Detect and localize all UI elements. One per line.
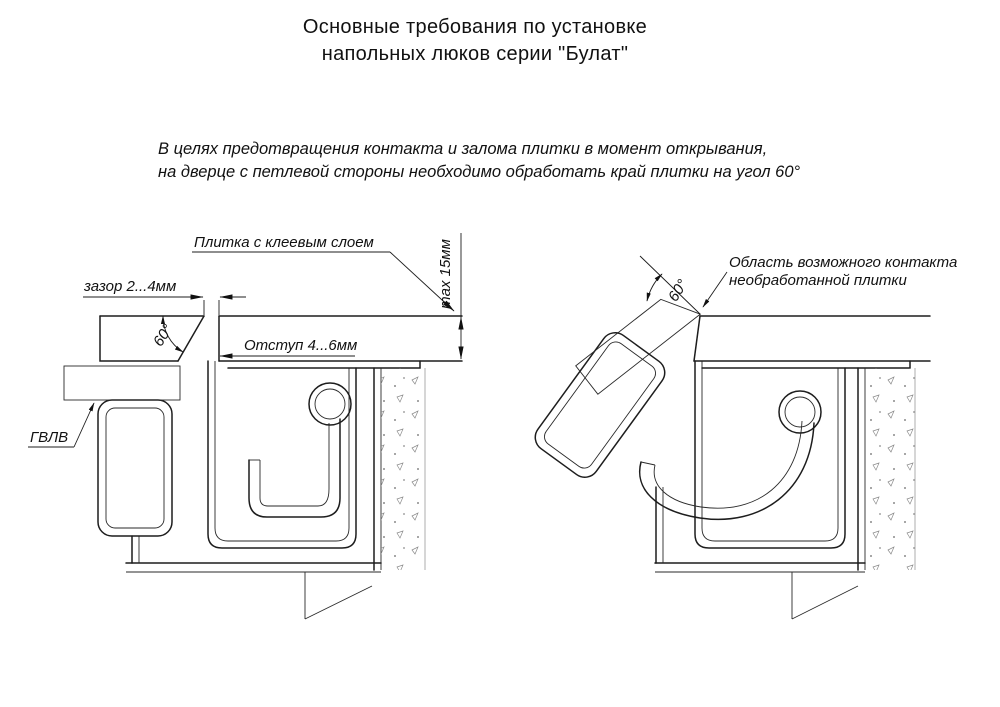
right-diagram: 60° Область возможного контакта необрабо…	[534, 254, 957, 620]
hinge-circle	[308, 382, 352, 426]
title-line-2: напольных люков серии "Булат"	[321, 43, 629, 65]
max-thickness-label: max 15мм	[437, 239, 454, 309]
frame-wall-right	[857, 367, 866, 571]
drawing-title: Основные требования по установке напольн…	[0, 14, 1000, 68]
frame-wall	[373, 367, 382, 571]
contact-label-line2: необработанной плитки	[729, 272, 908, 289]
door-pan	[97, 399, 173, 537]
requirement-note: В целях предотвращения контакта и залома…	[158, 138, 800, 184]
floor-tile-right	[693, 315, 931, 362]
door-tile	[99, 315, 205, 362]
concrete-fill-right	[865, 368, 915, 570]
hinge-arm	[248, 418, 341, 518]
floor-tile	[218, 315, 463, 362]
hinge-arm-right	[639, 420, 815, 521]
tile-leader	[192, 251, 455, 312]
concrete-fill	[381, 368, 425, 570]
gvl-hatch	[63, 365, 181, 401]
angle-dimension-right	[639, 255, 701, 315]
bottom-plate	[125, 535, 382, 620]
title-line-1: Основные требования по установке	[302, 16, 648, 38]
angle-label-right: 60°	[665, 276, 691, 304]
angle-dimension	[160, 315, 184, 353]
contact-label-line1: Область возможного контакта	[729, 254, 957, 271]
angle-label: 60°	[150, 321, 177, 349]
gap-label: зазор 2...4мм	[83, 278, 176, 295]
gvl-label: ГВЛВ	[30, 429, 68, 446]
hinge-circle-right	[778, 390, 822, 434]
contact-leader	[702, 271, 728, 308]
tilted-door-pan	[534, 332, 666, 478]
gap-dimension	[83, 294, 246, 315]
bottom-plate-right	[654, 486, 866, 620]
note-line-2: на дверце с петлевой стороны необходимо …	[158, 163, 801, 181]
left-diagram: Плитка с клеевым слоем зазор 2...4мм 60°…	[28, 233, 464, 620]
gvl-leader	[28, 402, 95, 448]
note-line-1: В целях предотвращения контакта и залома…	[158, 140, 768, 158]
tile-label: Плитка с клеевым слоем	[194, 234, 374, 251]
offset-label: Отступ 4...6мм	[244, 337, 357, 354]
tilted-tile	[575, 298, 702, 395]
